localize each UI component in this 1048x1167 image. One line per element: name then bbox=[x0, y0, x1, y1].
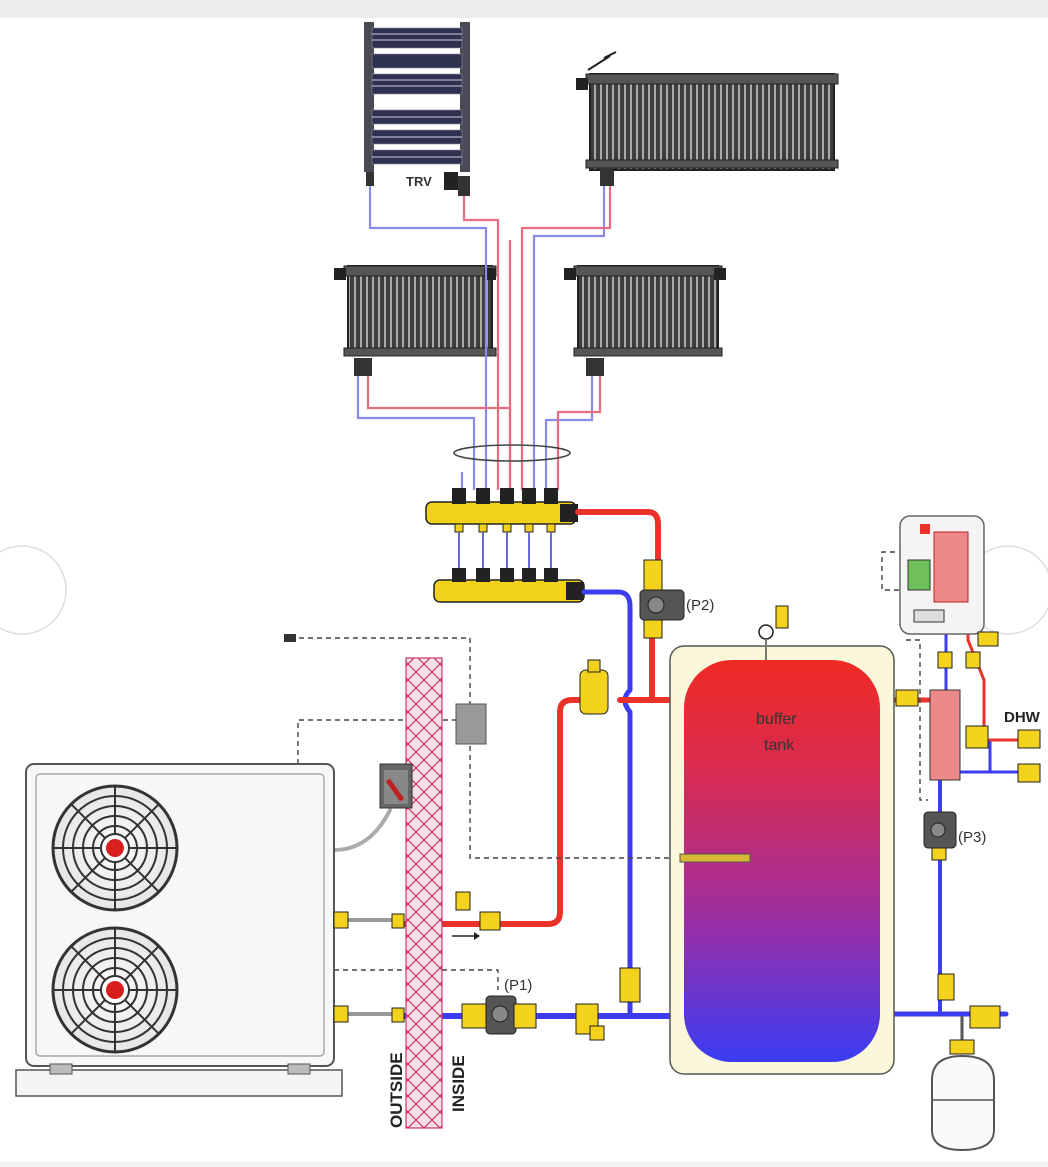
flow-manifold bbox=[425, 488, 578, 533]
pump-p2-icon bbox=[639, 559, 685, 639]
dhw-valves bbox=[895, 631, 1041, 1029]
controller-box bbox=[455, 703, 487, 745]
buffer-tank bbox=[669, 645, 895, 1075]
pressure-gauge-icon bbox=[758, 624, 774, 660]
inside-label: INSIDE bbox=[449, 1055, 468, 1112]
expansion-vessel-icon bbox=[931, 1016, 995, 1152]
p1-label: (P1) bbox=[504, 977, 532, 994]
buffer-tank-label: buffer bbox=[756, 711, 797, 728]
panel-radiator-left bbox=[334, 265, 497, 376]
buffer-tank-label-2: tank bbox=[764, 737, 795, 754]
air-vent-icon bbox=[775, 605, 789, 629]
manifold-links bbox=[458, 532, 552, 570]
fan-icon bbox=[51, 926, 179, 1054]
dhw-label: DHW bbox=[1004, 709, 1041, 726]
dhw-cylinder bbox=[899, 515, 985, 635]
pump-p3-icon bbox=[923, 811, 957, 861]
pump-p1-icon bbox=[461, 995, 537, 1035]
panel-radiator-right bbox=[564, 265, 726, 376]
prev-arrow-button[interactable] bbox=[0, 545, 67, 635]
trv-label: TRV bbox=[406, 174, 432, 189]
plate-heat-exchanger bbox=[929, 689, 961, 781]
fan-icon bbox=[51, 784, 179, 912]
p3-label: (P3) bbox=[958, 829, 986, 846]
wall-section bbox=[405, 657, 443, 1129]
outdoor-sensor-icon bbox=[284, 634, 296, 642]
isolator-switch-icon bbox=[379, 763, 413, 809]
outside-label: OUTSIDE bbox=[387, 1052, 406, 1128]
pipe-bundle-ring bbox=[453, 444, 571, 462]
radiator-pipework bbox=[356, 186, 612, 490]
main-pipework bbox=[332, 509, 1022, 1019]
towel-radiator bbox=[364, 22, 470, 186]
return-manifold bbox=[433, 568, 585, 603]
flow-valve-icon bbox=[452, 891, 501, 940]
tank-sensor-icon bbox=[679, 853, 751, 863]
panel-radiator-large bbox=[576, 51, 839, 186]
p2-label: (P2) bbox=[686, 597, 714, 614]
air-separator-icon bbox=[579, 659, 609, 715]
hp-connectors bbox=[333, 911, 405, 1023]
trv-valve-icon bbox=[444, 172, 470, 196]
return-valves bbox=[575, 967, 641, 1041]
